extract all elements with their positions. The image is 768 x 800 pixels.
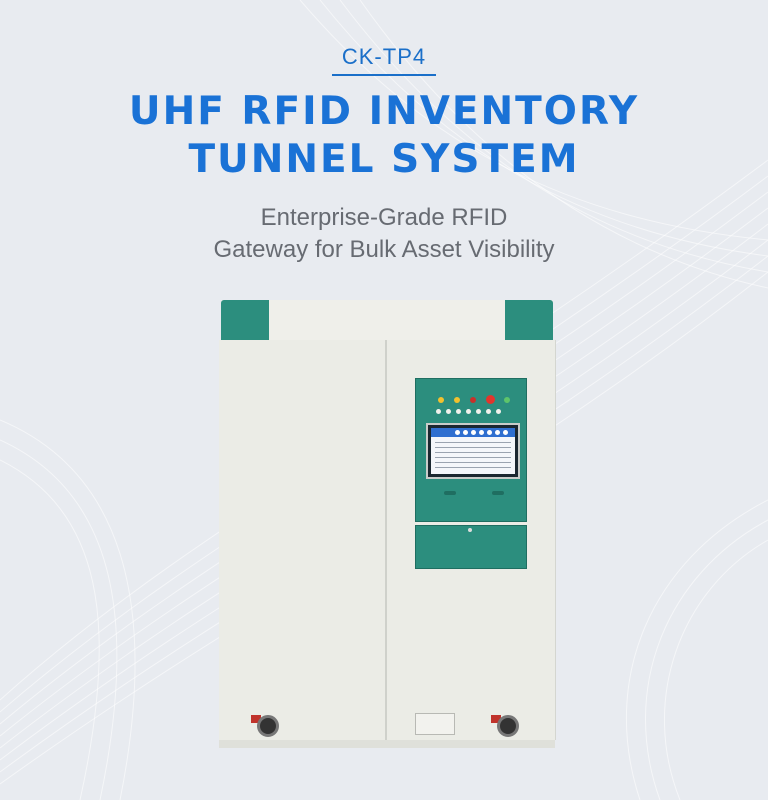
- caster-wheel-icon: [257, 715, 279, 737]
- panel-button: [476, 409, 481, 414]
- screen-icon: [495, 430, 500, 435]
- screen-icon: [455, 430, 460, 435]
- product-title-line-2: TUNNEL SYSTEM: [188, 137, 580, 182]
- panel-button: [466, 409, 471, 414]
- caster-wheel-icon: [497, 715, 519, 737]
- cabinet-left-cap: [221, 300, 269, 340]
- panel-button: [496, 409, 501, 414]
- touch-screen: [426, 423, 520, 479]
- indicator-lights: [436, 389, 512, 409]
- panel-vent: [444, 491, 456, 495]
- screen-table-row: [435, 442, 511, 443]
- screen-table-row: [435, 467, 511, 468]
- cabinet-top-hood: [221, 300, 553, 340]
- panel-button: [436, 409, 441, 414]
- panel-buttons: [436, 409, 516, 417]
- brake-icon: [491, 715, 501, 723]
- indicator-light: [504, 397, 510, 403]
- product-title-line-1: UHF RFID INVENTORY: [128, 89, 640, 134]
- cabinet-door-seam: [385, 340, 387, 740]
- control-panel: [415, 378, 527, 522]
- indicator-light: [438, 397, 444, 403]
- product-subtitle-line-1: Enterprise-Grade RFID: [260, 204, 508, 231]
- model-number: CK-TP4: [0, 44, 768, 76]
- indicator-light: [454, 397, 460, 403]
- cabinet-base: [219, 740, 555, 748]
- brake-icon: [251, 715, 261, 723]
- cabinet-right-cap: [505, 300, 553, 340]
- lock-icon: [468, 528, 472, 532]
- product-subtitle: Enterprise-Grade RFID Gateway for Bulk A…: [0, 202, 768, 266]
- screen-icon: [503, 430, 508, 435]
- panel-vent: [492, 491, 504, 495]
- panel-button: [456, 409, 461, 414]
- rfid-tunnel-cabinet-image: [219, 300, 556, 748]
- panel-button: [446, 409, 451, 414]
- screen-table-row: [435, 452, 511, 453]
- screen-table-row: [435, 457, 511, 458]
- screen-toolbar: [431, 428, 515, 437]
- screen-table-row: [435, 447, 511, 448]
- product-title: UHF RFID INVENTORY TUNNEL SYSTEM: [0, 88, 768, 184]
- screen-icon: [487, 430, 492, 435]
- emergency-stop-icon: [486, 395, 495, 404]
- screen-icon: [471, 430, 476, 435]
- product-subtitle-line-2: Gateway for Bulk Asset Visibility: [213, 236, 555, 263]
- screen-display: [431, 428, 515, 474]
- panel-button: [486, 409, 491, 414]
- screen-icon: [463, 430, 468, 435]
- model-number-text: CK-TP4: [331, 44, 437, 76]
- indicator-light: [470, 397, 476, 403]
- screen-table-row: [435, 462, 511, 463]
- screen-icon: [479, 430, 484, 435]
- base-access-slot: [415, 713, 455, 735]
- lower-access-panel: [415, 525, 527, 569]
